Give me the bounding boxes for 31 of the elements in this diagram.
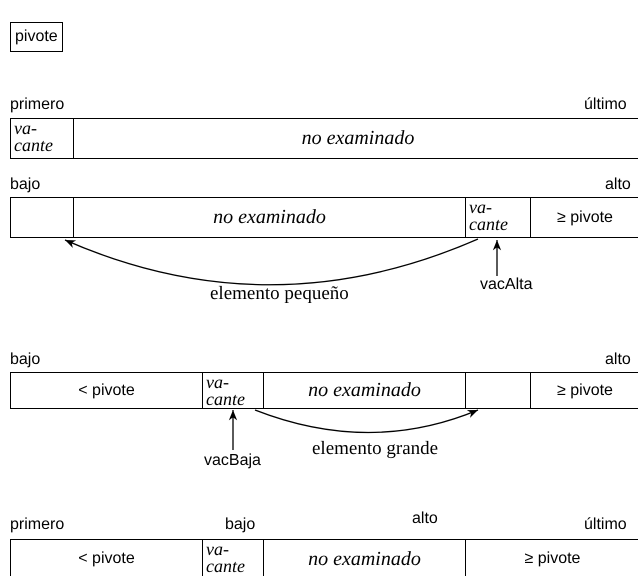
pointer-label: vacBaja <box>204 452 261 470</box>
array-cell: va- cante <box>465 197 531 238</box>
array-cell: va- cante <box>202 372 264 409</box>
edge-label: elemento pequeño <box>210 283 349 305</box>
arrow <box>492 240 502 276</box>
array-cell <box>465 372 531 409</box>
pointer-label: bajo <box>10 351 40 369</box>
pointer-label: último <box>584 516 627 534</box>
pointer-label: bajo <box>225 516 256 534</box>
pointer-label: último <box>584 96 627 114</box>
array-cell <box>10 197 74 238</box>
array-cell: no examinado <box>263 372 466 409</box>
array-cell: va- cante <box>10 118 74 159</box>
pivot-box: pivote <box>10 22 63 52</box>
pointer-label: primero <box>10 96 64 114</box>
array-cell: ≥ pivote <box>530 197 638 238</box>
array-cell: < pivote <box>10 539 203 576</box>
arrow <box>254 409 478 434</box>
arrow <box>64 238 478 286</box>
array-cell: no examinado <box>73 197 466 238</box>
array-cell: < pivote <box>10 372 203 409</box>
pointer-label: primero <box>10 516 64 534</box>
pointer-label: bajo <box>10 176 40 194</box>
array-cell: no examinado <box>73 118 638 159</box>
pointer-label: vacAlta <box>480 276 532 294</box>
arrow <box>228 410 238 450</box>
pointer-label: alto <box>605 351 631 369</box>
pointer-label: alto <box>605 176 631 194</box>
edge-label: elemento grande <box>312 438 438 460</box>
pointer-label: alto <box>412 510 438 528</box>
array-cell: ≥ pivote <box>530 372 638 409</box>
